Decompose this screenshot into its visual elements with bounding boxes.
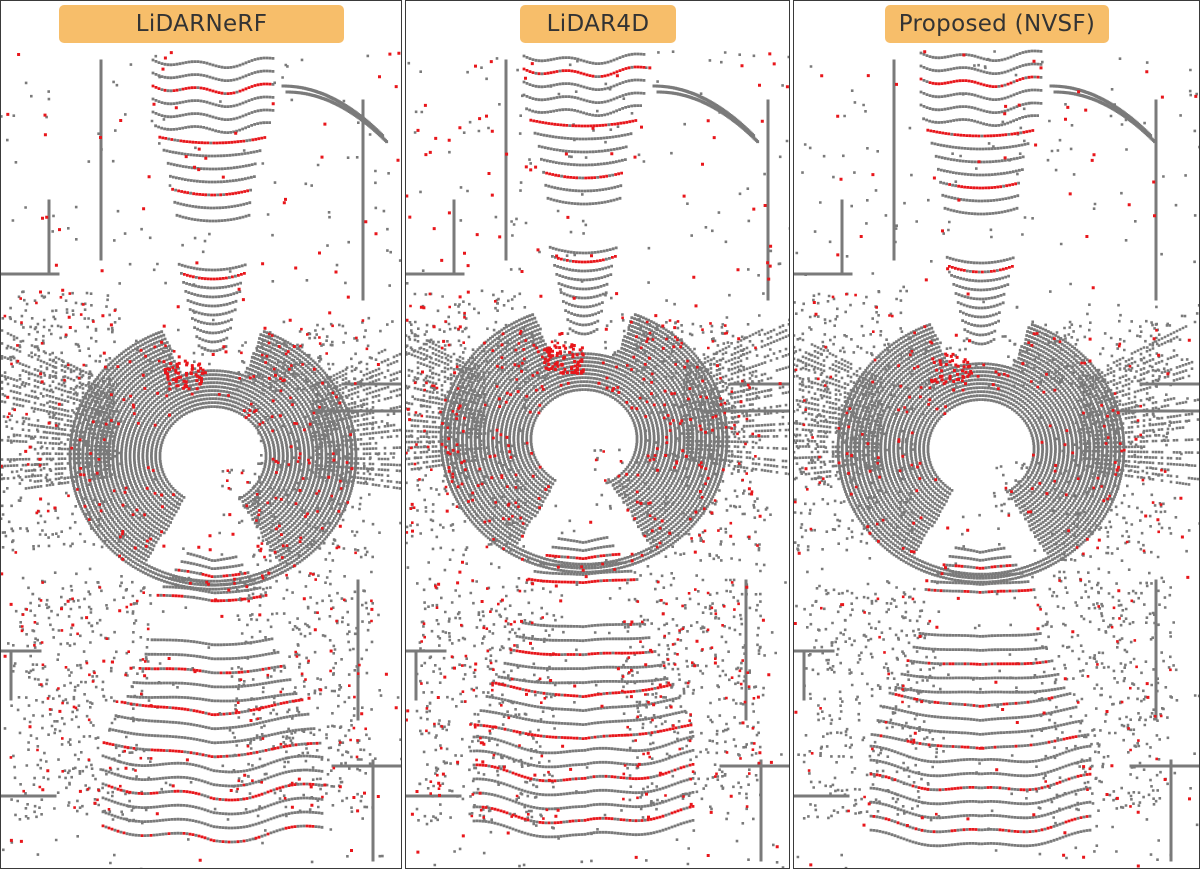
point-cloud-lidar4d: [406, 50, 789, 868]
ground-truth-points: [1, 54, 401, 868]
panel-title: Proposed (NVSF): [885, 5, 1109, 43]
point-cloud-lidarnerf: [1, 51, 401, 868]
panel-lidar4d: LiDAR4D: [405, 0, 790, 869]
ground-truth-points: [794, 49, 1199, 868]
panel-proposed-nvsf: Proposed (NVSF): [793, 0, 1200, 869]
ground-truth-points: [406, 50, 789, 868]
panel-title: LiDAR4D: [520, 5, 676, 43]
error-points: [794, 50, 1198, 868]
panel-lidarnerf: LiDARNeRF: [0, 0, 402, 869]
point-cloud-proposed-nvsf: [794, 49, 1199, 868]
panel-title: LiDARNeRF: [59, 5, 344, 43]
